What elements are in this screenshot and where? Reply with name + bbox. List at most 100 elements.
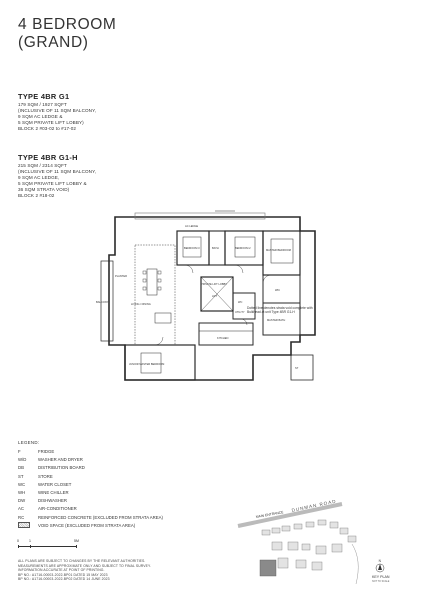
ac-ledge-label: AC LEDGE — [185, 224, 198, 228]
scale-label: 0 — [17, 539, 19, 543]
legend: F FRIDGE W/D WASHER AND DRYER DB DISTRIBUTI… — [18, 448, 163, 530]
store-label: ST — [295, 366, 299, 370]
ac-ledge-top — [134, 212, 266, 220]
unit-type-name: TYPE 4BR G1 — [18, 92, 70, 101]
floor-plan: AC LEDGE BEDROOM 3 BATH BEDROOM 2 MASTER… — [96, 210, 316, 381]
type-line: 9 SQM AC LEDGE & — [18, 114, 63, 120]
legend-key: WC — [18, 481, 26, 487]
highlight-block — [259, 559, 277, 577]
master-bedroom-wall — [262, 230, 301, 276]
disclaimer-line: MEASUREMENTS ARE APPROXIMATE ONLY AND SU… — [18, 563, 151, 568]
disclaimer: ALL PLANS ARE SUBJECT TO CHANGES BY THE … — [18, 559, 208, 582]
legend-desc: DISHWASHER — [38, 498, 67, 504]
junior-master-label: JUNIOR MASTER BEDROOM — [129, 362, 164, 366]
legend-desc: DISTRIBUTION BOARD — [38, 465, 85, 471]
disclaimer-line: BP NO.: A1716-00003-2022-BP01 DATED 15 M… — [18, 572, 108, 577]
scale-label: 1 — [29, 539, 31, 543]
main-entrance-label: MAIN ENTRANCE — [255, 510, 284, 519]
legend-desc: REINFORCED CONCRETE (EXCLUDED FROM STRAT… — [38, 514, 163, 520]
type-line: BLOCK 2 #18-02 — [18, 193, 55, 199]
store-wall — [290, 354, 314, 381]
lift-label: LIFT — [212, 294, 218, 298]
master-bedroom-label: MASTER BEDROOM — [266, 248, 291, 252]
utility-wall — [232, 292, 256, 320]
type-line: 5 SQM PRIVATE LIFT LOBBY) — [18, 120, 84, 126]
legend-desc: WINE CHILLER — [38, 490, 69, 496]
unit-type-g1-h: TYPE 4BR G1-H 215 SQM / 2314 SQFT (INCLU… — [18, 153, 96, 200]
type-line: (INCLUSIVE OF 11 SQM BALCONY, — [18, 169, 97, 175]
legend-row: DW DISHWASHER — [18, 497, 163, 505]
legend-key: RC — [18, 514, 25, 520]
north-label: N — [379, 559, 382, 563]
planter-label: PLANTER — [115, 274, 127, 278]
road — [237, 502, 343, 528]
disclaimer-line: ALL PLANS ARE SUBJECT TO CHANGES BY THE … — [18, 559, 146, 563]
legend-desc: FRIDGE — [38, 449, 55, 454]
legend-desc: WASHER AND DRYER — [38, 457, 83, 463]
kitchen-wall — [198, 322, 254, 346]
living-dining-label: LIVING / DINING — [131, 302, 151, 306]
scale-label: 5M — [74, 539, 79, 543]
kitchen-label: KITCHEN — [217, 336, 229, 340]
master-bath-wall — [262, 302, 301, 336]
balcony-label: BALCONY — [96, 300, 109, 304]
unit-type-name: TYPE 4BR G1-H — [18, 153, 78, 162]
type-line: BLOCK 2 #03-02 to #17-02 — [18, 126, 77, 132]
unit-type-details: 179 SQM / 1927 SQFT (INCLUSIVE OF 11 SQM… — [18, 102, 96, 132]
disclaimer-line: BP NO.: A1716-00003-2022-BP02 DATED 14 J… — [18, 577, 110, 582]
legend-key: W/D — [18, 457, 27, 463]
legend-row: ST STORE — [18, 473, 163, 481]
title-line-1: 4 BEDROOM — [18, 16, 117, 33]
legend-row: VOID SPACE (EXCLUDED FROM STRATA AREA) — [18, 521, 163, 530]
key-plan: MAIN ENTRANCE DUNMAN ROAD N KEY PLAN NOT… — [237, 500, 390, 585]
legend-row: WH WINE CHILLER — [18, 489, 163, 497]
unit-type-g1: TYPE 4BR G1 179 SQM / 1927 SQFT (INCLUSI… — [18, 92, 96, 132]
bath-label: BATH — [212, 246, 219, 250]
balcony-outline — [100, 260, 114, 342]
type-line: (INCLUSIVE OF 11 SQM BALCONY, — [18, 108, 97, 114]
wic-wall — [262, 274, 301, 304]
bed — [182, 236, 202, 258]
legend-row: F FRIDGE — [18, 448, 163, 456]
legend-row: DB DISTRIBUTION BOARD — [18, 464, 163, 472]
bedroom-2-label: BEDROOM 2 — [235, 246, 251, 250]
outer-wall — [108, 216, 316, 381]
type-line: 5 SQM PRIVATE LIFT LOBBY & — [18, 181, 87, 187]
site-blocks — [261, 519, 357, 571]
legend-row: W/D WASHER AND DRYER — [18, 456, 163, 464]
utility-label: UTILITY — [235, 310, 245, 314]
disclaimer-line: INFORMATION ACCURATE AT POINT OF PRINTIN… — [18, 568, 105, 573]
key-plan-label: KEY PLAN — [372, 575, 390, 579]
scale-bar: 0 1 5M — [17, 539, 79, 550]
legend-key: ST — [18, 473, 24, 479]
bed — [234, 236, 256, 258]
void-swatch-icon — [18, 521, 30, 528]
title-line-2: (GRAND) — [18, 34, 89, 51]
legend-desc: VOID SPACE (EXCLUDED FROM STRATA AREA) — [38, 522, 136, 528]
legend-row: RC REINFORCED CONCRETE (EXCLUDED FROM STR… — [18, 514, 163, 522]
legend-key: AC — [18, 506, 24, 512]
unit-type-details: 215 SQM / 2314 SQFT (INCLUSIVE OF 11 SQM… — [18, 163, 96, 200]
private-lift-lobby-label: PRIVATE LIFT LOBBY — [201, 282, 227, 286]
type-line: 36 SQM STRATA VOID) — [18, 187, 70, 193]
key-plan-sub: NOT TO SCALE — [372, 580, 390, 583]
legend-desc: STORE — [38, 473, 53, 479]
bed — [140, 352, 162, 374]
page-title: 4 BEDROOM (GRAND) — [18, 16, 116, 52]
type-line: 179 SQM / 1927 SQFT — [18, 102, 67, 107]
legend-key: F — [18, 449, 21, 454]
legend-desc: AIR-CONDITIONER — [38, 506, 77, 512]
legend-key: DW — [18, 498, 26, 504]
dining-table — [146, 268, 158, 296]
legend-row: AC AIR-CONDITIONER — [18, 505, 163, 513]
master-bath-label: MASTER BATH — [267, 318, 285, 322]
legend-key: DB — [18, 465, 24, 471]
strata-void-callout: Dotted line denotes strata void complete… — [247, 306, 313, 315]
legend-title: LEGEND: — [18, 440, 40, 445]
bed — [270, 238, 294, 264]
type-line: 9 SQM AC LEDGE, — [18, 175, 60, 181]
type-line: 215 SQM / 2314 SQFT — [18, 163, 67, 168]
legend-key: WH — [18, 490, 26, 496]
bedroom-3-label: BEDROOM 3 — [184, 246, 200, 250]
